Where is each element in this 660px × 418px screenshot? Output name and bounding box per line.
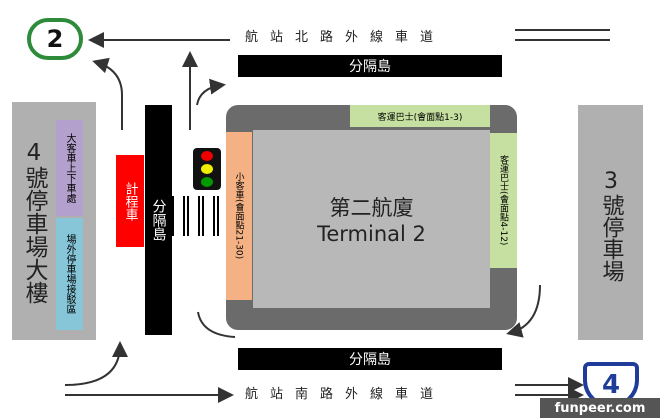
car-pickup-zone: 小客車(會面點21-30) [226,132,252,300]
bus-zone-label: 大客車上下車處 [56,120,83,216]
badge-number: 2 [46,25,64,53]
bus-pickup-right: 客運巴士(會面點4-12) [490,133,517,268]
watermark: funpeer.com [540,398,660,418]
parking-3-title: 3號停車場 [598,168,624,282]
parking-4-title: 4號停車場大樓 [21,140,47,304]
terminal-2-building: 第二航廈 Terminal 2 小客車(會面點21-30) 客運巴士(會面點1-… [226,105,517,330]
south-road-label: 航站南路外線車道 [245,387,446,402]
bus-right-label: 客運巴士(會面點4-12) [498,155,508,246]
terminal-name-en: Terminal 2 [317,222,426,246]
taxi-stand: 計程車 [116,155,144,247]
transfer-zone-label: 場外停車場接駁區 [56,218,83,330]
bottom-divider: 分隔島 [238,348,502,370]
bus-pickup-top: 客運巴士(會面點1-3) [350,105,490,127]
car-pickup-label: 小客車(會面點21-30) [233,172,244,260]
crosswalk [172,196,226,236]
badge-number: 4 [601,370,621,400]
top-divider: 分隔島 [238,55,502,77]
traffic-light-icon [193,148,221,190]
terminal-name-zh: 第二航廈 [329,196,414,220]
bus-top-label: 客運巴士(會面點1-3) [377,112,463,123]
route-2-badge: 2 [27,18,83,60]
parking-3: 3號停車場 [578,105,643,340]
north-road-label: 航站北路外線車道 [245,30,446,45]
vertical-divider: 分隔島 [145,105,172,335]
parking-4-building: 4號停車場大樓 大客車上下車處 場外停車場接駁區 [12,102,96,340]
